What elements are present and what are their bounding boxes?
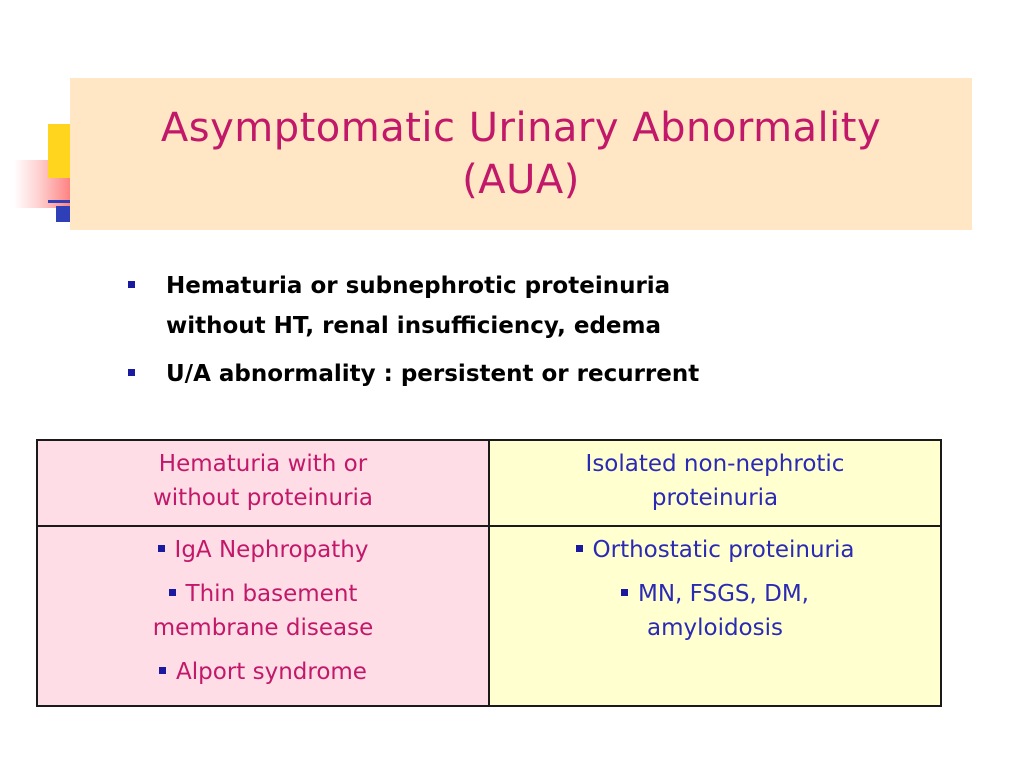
list-item-text: Alport syndrome [176,659,367,685]
comparison-table: Hematuria with or without proteinuria Is… [36,439,942,707]
bullet-square-icon [575,545,583,552]
slide-title: Asymptomatic Urinary Abnormality (AUA) [161,102,881,206]
list-item-text: Orthostatic proteinuria [592,537,855,563]
left-header-cell: Hematuria with or without proteinuria [36,439,490,527]
left-item-list: IgA Nephropathy Thin basement membrane d… [44,533,482,689]
right-item-list: Orthostatic proteinuria MN, FSGS, DM, am… [496,533,934,645]
bullet-list: Hematuria or subnephrotic proteinuria wi… [128,266,948,402]
bullet-square-icon [128,281,135,288]
bullet-square-icon [620,589,628,596]
right-body-cell: Orthostatic proteinuria MN, FSGS, DM, am… [488,525,942,707]
list-item: MN, FSGS, DM, amyloidosis [496,577,934,645]
bullet-text: U/A abnormality : persistent or recurren… [166,361,700,387]
list-item-text: MN, FSGS, DM, [637,581,809,607]
left-body-cell: IgA Nephropathy Thin basement membrane d… [36,525,490,707]
list-item-text: amyloidosis [647,615,783,641]
right-header-cell: Isolated non-nephrotic proteinuria [488,439,942,527]
table-header-row: Hematuria with or without proteinuria Is… [36,439,942,527]
list-item: Orthostatic proteinuria [496,533,934,567]
bullet-item: Hematuria or subnephrotic proteinuria wi… [128,266,948,346]
bullet-square-icon [159,667,167,674]
title-box: Asymptomatic Urinary Abnormality (AUA) [70,78,972,230]
bullet-square-icon [157,545,165,552]
slide-title-line1: Asymptomatic Urinary Abnormality [160,105,882,151]
list-item: Thin basement membrane disease [44,577,482,645]
list-item: IgA Nephropathy [44,533,482,567]
decor-blue-line [48,200,74,203]
left-header-text: without proteinuria [152,485,374,511]
slide-title-line2: (AUA) [462,157,580,203]
list-item-text: Thin basement [185,581,358,607]
bullet-text: without HT, renal insufficiency, edema [166,313,662,339]
bullet-square-icon [168,589,176,596]
bullet-square-icon [128,369,135,376]
list-item-text: membrane disease [152,615,374,641]
bullet-item: U/A abnormality : persistent or recurren… [128,354,948,394]
table-body-row: IgA Nephropathy Thin basement membrane d… [36,525,942,707]
right-header-text: proteinuria [651,485,779,511]
list-item: Alport syndrome [44,655,482,689]
list-item-text: IgA Nephropathy [174,537,369,563]
right-header-text: Isolated non-nephrotic [585,451,845,477]
left-header-text: Hematuria with or [158,451,368,477]
decor-blue-square [56,206,70,222]
bullet-text: Hematuria or subnephrotic proteinuria [166,273,671,299]
